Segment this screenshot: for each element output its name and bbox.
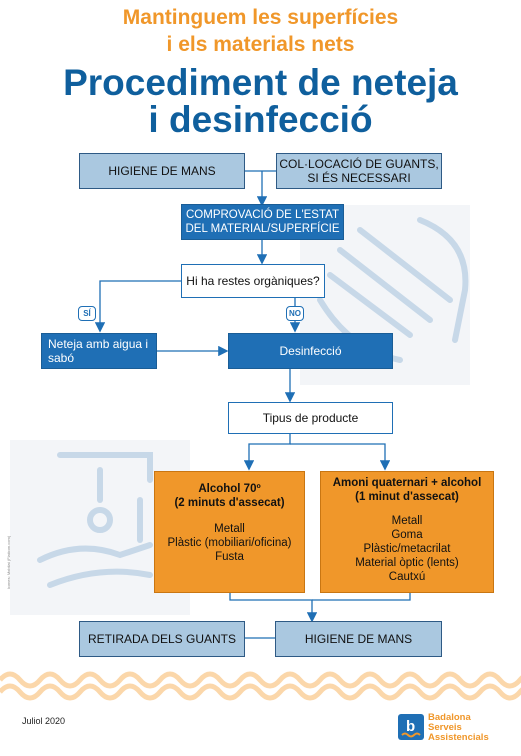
organic-question-label: Hi ha restes orgàniques?: [186, 274, 320, 288]
title-line-1: Procediment de neteja: [63, 62, 458, 103]
logo-line-1: Badalona: [428, 712, 471, 723]
ammonium-title-2: (1 minut d'assecat): [355, 491, 459, 503]
alcohol-title-1: Alcohol 70º: [198, 483, 261, 495]
alcohol-item: Plàstic (mobiliari/oficina): [167, 537, 292, 549]
logo-line-2: Serveis: [428, 722, 462, 733]
ammonium-item: Material òptic (lents): [355, 557, 459, 569]
disinfection-label: Desinfecció: [279, 344, 342, 358]
gloves-line-1: COL·LOCACIÓ DE GUANTS,: [279, 157, 439, 171]
wave-band: [0, 671, 521, 701]
footer-date: Juliol 2020: [22, 716, 66, 726]
subtitle: Mantinguem les superfícies i els materia…: [0, 4, 521, 58]
check-line-1: COMPROVACIÓ DE L'ESTAT: [186, 209, 339, 221]
hand-hygiene-bottom-label: HIGIENE DE MANS: [304, 632, 413, 646]
product-type-label: Tipus de producte: [262, 411, 359, 425]
ammonium-item: Cautxú: [388, 571, 426, 583]
retire-gloves-box: RETIRADA DELS GUANTS: [79, 621, 245, 657]
wash-line-1: Neteja amb aigua i: [48, 337, 149, 351]
check-line-2: DEL MATERIAL/SUPERFÍCIE: [185, 223, 340, 235]
badalona-logo-icon: b: [398, 714, 424, 740]
logo-text: Badalona Serveis Assistencials: [428, 713, 489, 743]
ammonium-box: Amoni quaternari + alcohol (1 minut d'as…: [320, 471, 494, 593]
alcohol-box: Alcohol 70º (2 minuts d'assecat) Metall …: [154, 471, 305, 593]
check-state-box: COMPROVACIÓ DE L'ESTAT DEL MATERIAL/SUPE…: [181, 204, 344, 240]
alcohol-item: Fusta: [215, 551, 244, 563]
subtitle-line-2: i els materials nets: [166, 33, 355, 56]
title-line-2: i desinfecció: [148, 99, 373, 140]
faucet-hands-icon: [37, 452, 153, 588]
yes-badge: SÍ: [78, 306, 96, 321]
image-credit: Icones: Mobilat (Flaticon.com): [6, 535, 12, 590]
logo-line-3: Assistencials: [428, 732, 489, 743]
ammonium-item: Metall: [391, 515, 423, 527]
ammonium-item: Plàstic/metacrilat: [363, 543, 451, 555]
organic-question-box: Hi ha restes orgàniques?: [181, 264, 325, 298]
ammonium-title-1: Amoni quaternari + alcohol: [332, 477, 482, 489]
ammonium-item: Goma: [391, 529, 423, 541]
retire-gloves-label: RETIRADA DELS GUANTS: [87, 632, 237, 646]
wash-line-2: sabó: [48, 351, 75, 365]
hand-hygiene-top-box: HIGIENE DE MANS: [79, 153, 245, 189]
svg-text:b: b: [406, 718, 415, 735]
alcohol-title-2: (2 minuts d'assecat): [174, 497, 285, 509]
wash-box: Neteja amb aigua i sabó: [41, 333, 157, 369]
subtitle-line-1: Mantinguem les superfícies: [122, 6, 399, 29]
page-title: Procediment de neteja i desinfecció: [0, 64, 521, 138]
gloves-line-2: SI ÉS NECESSARI: [307, 171, 411, 185]
hand-hygiene-bottom-box: HIGIENE DE MANS: [275, 621, 442, 657]
gloves-box: COL·LOCACIÓ DE GUANTS, SI ÉS NECESSARI: [276, 153, 442, 189]
product-type-box: Tipus de producte: [228, 402, 393, 434]
alcohol-item: Metall: [214, 523, 245, 535]
no-badge: NO: [286, 306, 304, 321]
hand-hygiene-top-label: HIGIENE DE MANS: [108, 164, 216, 178]
disinfection-box: Desinfecció: [228, 333, 393, 369]
